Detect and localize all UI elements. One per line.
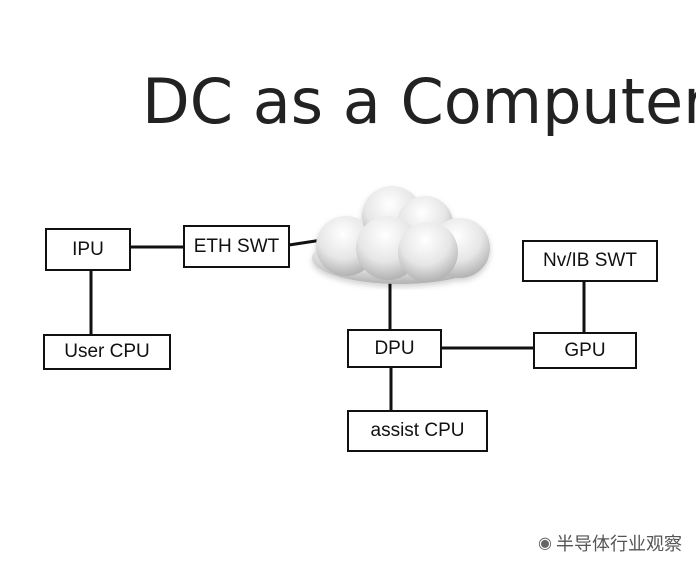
node-gpu: GPU [533,332,637,369]
cloud-icon [312,186,490,284]
watermark-text: 半导体行业观察 [556,534,682,554]
wechat-icon: ◉ [538,535,552,552]
node-ipu: IPU [45,228,131,271]
node-nvib-swt: Nv/IB SWT [522,240,658,282]
diagram-title: DC as a Computer [142,65,696,138]
node-eth-swt: ETH SWT [183,225,290,268]
watermark: ◉ 半导体行业观察 [538,530,682,556]
node-assist-cpu: assist CPU [347,410,488,452]
node-user-cpu: User CPU [43,334,171,370]
node-dpu: DPU [347,329,442,368]
